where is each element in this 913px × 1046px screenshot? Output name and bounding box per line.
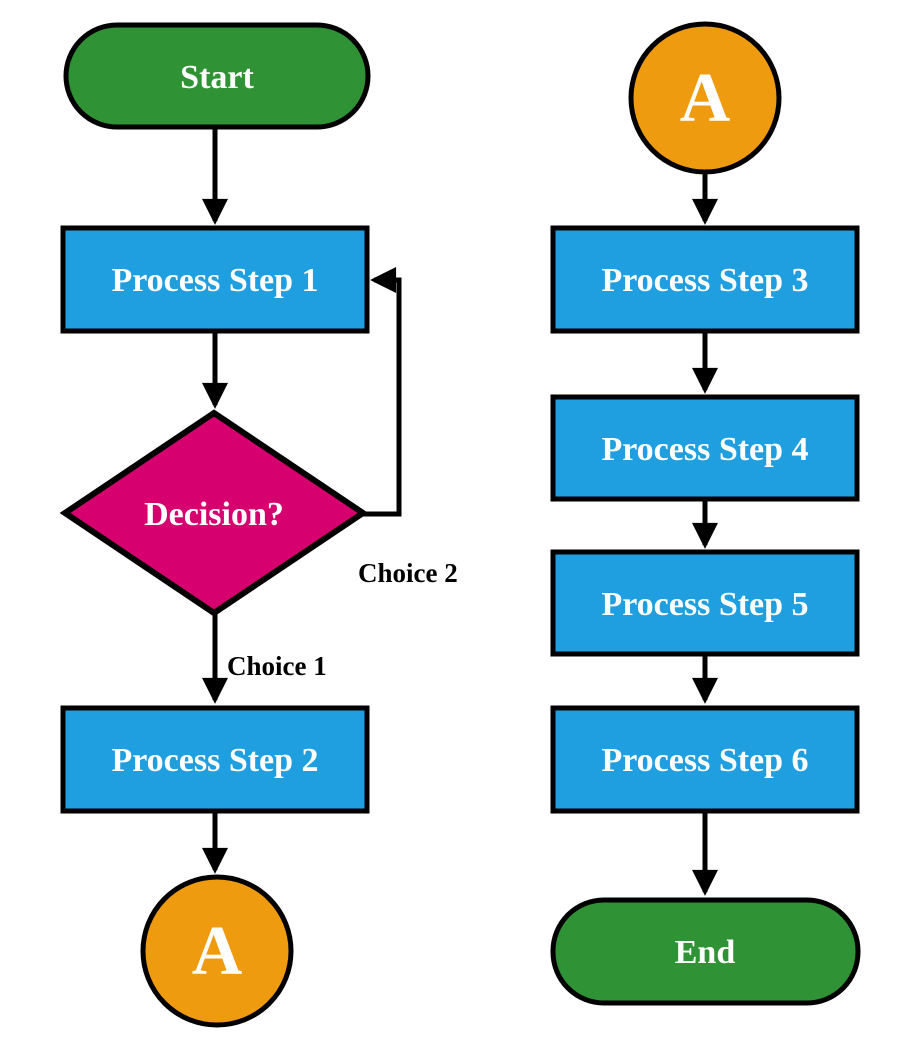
edge-label-choice1: Choice 1 [227,651,327,681]
node-label-process6: Process Step 6 [601,742,808,779]
node-process6: Process Step 6 [550,705,860,814]
node-label-process2: Process Step 2 [111,742,318,779]
edge-decision-loop-to-process1 [361,267,402,517]
node-label-start: Start [180,59,254,96]
node-process3: Process Step 3 [550,225,860,334]
node-end: End [550,897,861,1006]
node-process4: Process Step 4 [550,394,860,502]
edge-label-choice2: Choice 2 [358,558,458,588]
node-decision: Decision? [59,409,369,617]
node-start: Start [63,22,371,130]
edge-labels-layer: Choice 1 Choice 2 [227,558,458,681]
process3-shape [550,225,860,334]
process6-shape [550,705,860,814]
decision-diamond-shape [59,409,369,617]
connector-a-right-circle [628,21,782,175]
edges-layer [202,128,718,896]
node-connector-a-left: A [140,874,294,1028]
node-label-connector-a-left: A [192,913,243,990]
node-label-process5: Process Step 5 [601,586,808,623]
process4-shape [550,394,860,502]
node-label-process3: Process Step 3 [601,262,808,299]
process5-shape [550,549,860,657]
node-process1: Process Step 1 [60,225,370,334]
connector-a-left-circle [140,874,294,1028]
process1-shape [60,225,370,334]
node-label-end: End [675,934,736,971]
node-process2: Process Step 2 [60,705,370,814]
process2-shape [60,705,370,814]
start-terminator-shape [63,22,371,130]
node-label-connector-a-right: A [680,60,731,137]
node-label-decision: Decision? [144,496,284,533]
node-process5: Process Step 5 [550,549,860,657]
node-label-process4: Process Step 4 [601,431,808,468]
node-label-process1: Process Step 1 [111,262,318,299]
end-terminator-shape [550,897,861,1006]
node-connector-a-right: A [628,21,782,175]
